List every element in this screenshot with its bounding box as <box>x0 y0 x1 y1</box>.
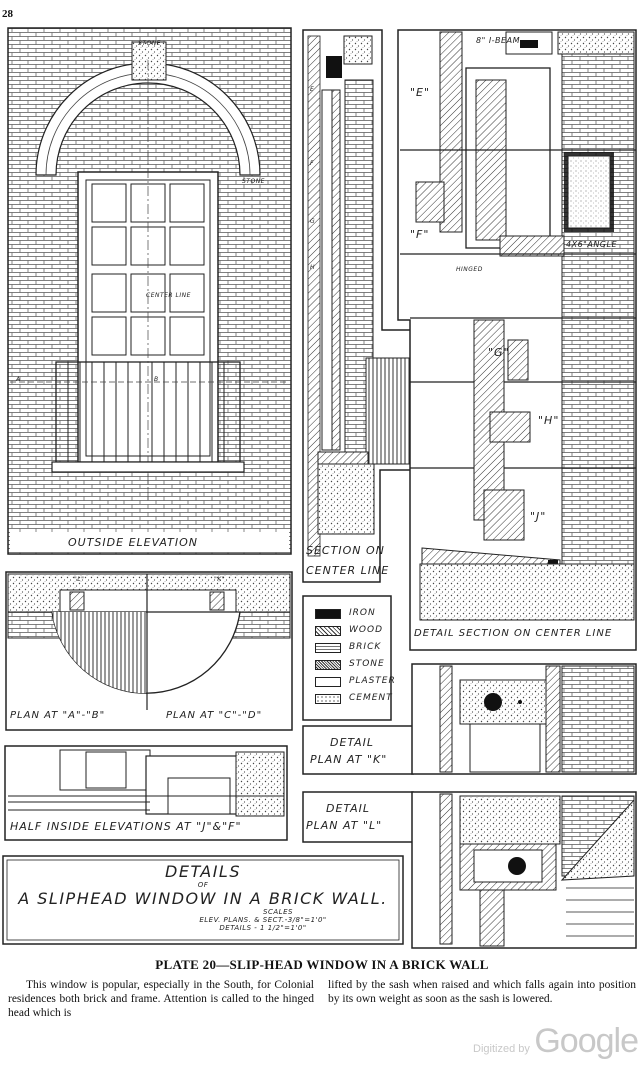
detail-l-drawing <box>302 791 637 949</box>
detail-mark-j: "J" <box>530 510 547 523</box>
legend-label: WOOD <box>349 625 383 635</box>
title-block-line-2: OF <box>197 881 209 889</box>
page-number: 28 <box>2 8 13 20</box>
outside-elevation-drawing <box>7 27 292 555</box>
title-block-line-3: A SLIPHEAD WINDOW IN A BRICK WALL. <box>18 889 388 908</box>
legend-swatch-cement <box>315 694 341 704</box>
plan-mark-l: "L" <box>74 576 85 583</box>
mark-a: A <box>16 376 21 383</box>
detail-k-caption-1: DETAIL <box>330 736 375 749</box>
stone-label-top: STONE <box>138 40 161 47</box>
section-mark-f: F <box>310 160 314 167</box>
detail-section-drawing <box>397 29 637 651</box>
detail-mark-h: "H" <box>538 414 560 427</box>
outside-elevation-caption: OUTSIDE ELEVATION <box>68 536 198 549</box>
center-line-label: CENTER LINE <box>146 292 191 299</box>
title-block-scales: SCALES <box>263 908 293 916</box>
plan-drawing <box>5 571 293 731</box>
detail-k-drawing <box>302 663 637 775</box>
detail-k-caption-2: PLAN AT "K" <box>310 753 388 766</box>
legend-swatch-stone <box>315 660 341 670</box>
body-text-left: This window is popular, especially in th… <box>8 979 314 1019</box>
plan-caption-left: PLAN AT "A"-"B" <box>10 710 106 721</box>
legend-label: STONE <box>349 659 385 669</box>
legend-swatch-plaster <box>315 677 341 687</box>
legend-swatch-brick <box>315 643 341 653</box>
plate-title: PLATE 20—SLIP-HEAD WINDOW IN A BRICK WAL… <box>155 957 489 972</box>
legend-swatch-iron <box>315 609 341 619</box>
half-inside-caption: HALF INSIDE ELEVATIONS AT "J"&"F" <box>10 820 242 833</box>
detail-section-caption: DETAIL SECTION ON CENTER LINE <box>414 628 613 639</box>
angle-label: 4x6"ANGLE <box>566 240 618 249</box>
title-block-line-1: DETAILS <box>165 862 241 881</box>
section-mark-h: H <box>310 264 316 271</box>
section-mark-e: E <box>310 86 315 93</box>
legend-label: CEMENT <box>349 693 393 703</box>
section-drawing <box>302 29 441 583</box>
beam-label: 8" I-BEAM <box>476 36 520 45</box>
watermark-brand: Google <box>534 1022 639 1060</box>
section-caption-2: CENTER LINE <box>306 564 390 577</box>
legend: IRON WOOD BRICK STONE PLASTER CEMENT <box>303 604 395 714</box>
title-block-frame <box>2 855 404 945</box>
mark-b: B <box>154 376 159 383</box>
section-caption-1: SECTION ON <box>306 544 385 557</box>
detail-l-caption-1: DETAIL <box>326 802 371 815</box>
detail-l-caption-2: PLAN AT "L" <box>306 819 383 832</box>
title-block: DETAILS OF A SLIPHEAD WINDOW IN A BRICK … <box>7 862 399 932</box>
detail-mark-g: "G" <box>488 346 510 359</box>
body-text-right: lifted by the sash when raised and which… <box>328 979 636 1005</box>
half-inside-drawing <box>4 745 288 841</box>
legend-swatch-wood <box>315 626 341 636</box>
plan-caption-right: PLAN AT "C"-"D" <box>166 710 263 721</box>
detail-mark-f: "F" <box>410 228 430 241</box>
watermark-prefix: Digitized by <box>473 1043 530 1055</box>
title-block-scale-2: DETAILS - 1 1/2"=1'0" <box>219 924 307 932</box>
legend-label: PLASTER <box>349 676 396 686</box>
plan-mark-k: "K" <box>214 576 225 583</box>
hinged-label: HINGED <box>456 266 483 273</box>
detail-mark-e: "E" <box>410 86 431 99</box>
section-mark-g: G <box>310 218 316 225</box>
legend-label: BRICK <box>349 642 382 652</box>
legend-label: IRON <box>349 608 376 618</box>
title-block-scale-1: ELEV. PLANS. & SECT.-3/8"=1'0" <box>199 916 327 924</box>
stone-label-side: STONE <box>242 178 265 185</box>
google-watermark: Digitized by Google <box>473 1022 639 1061</box>
